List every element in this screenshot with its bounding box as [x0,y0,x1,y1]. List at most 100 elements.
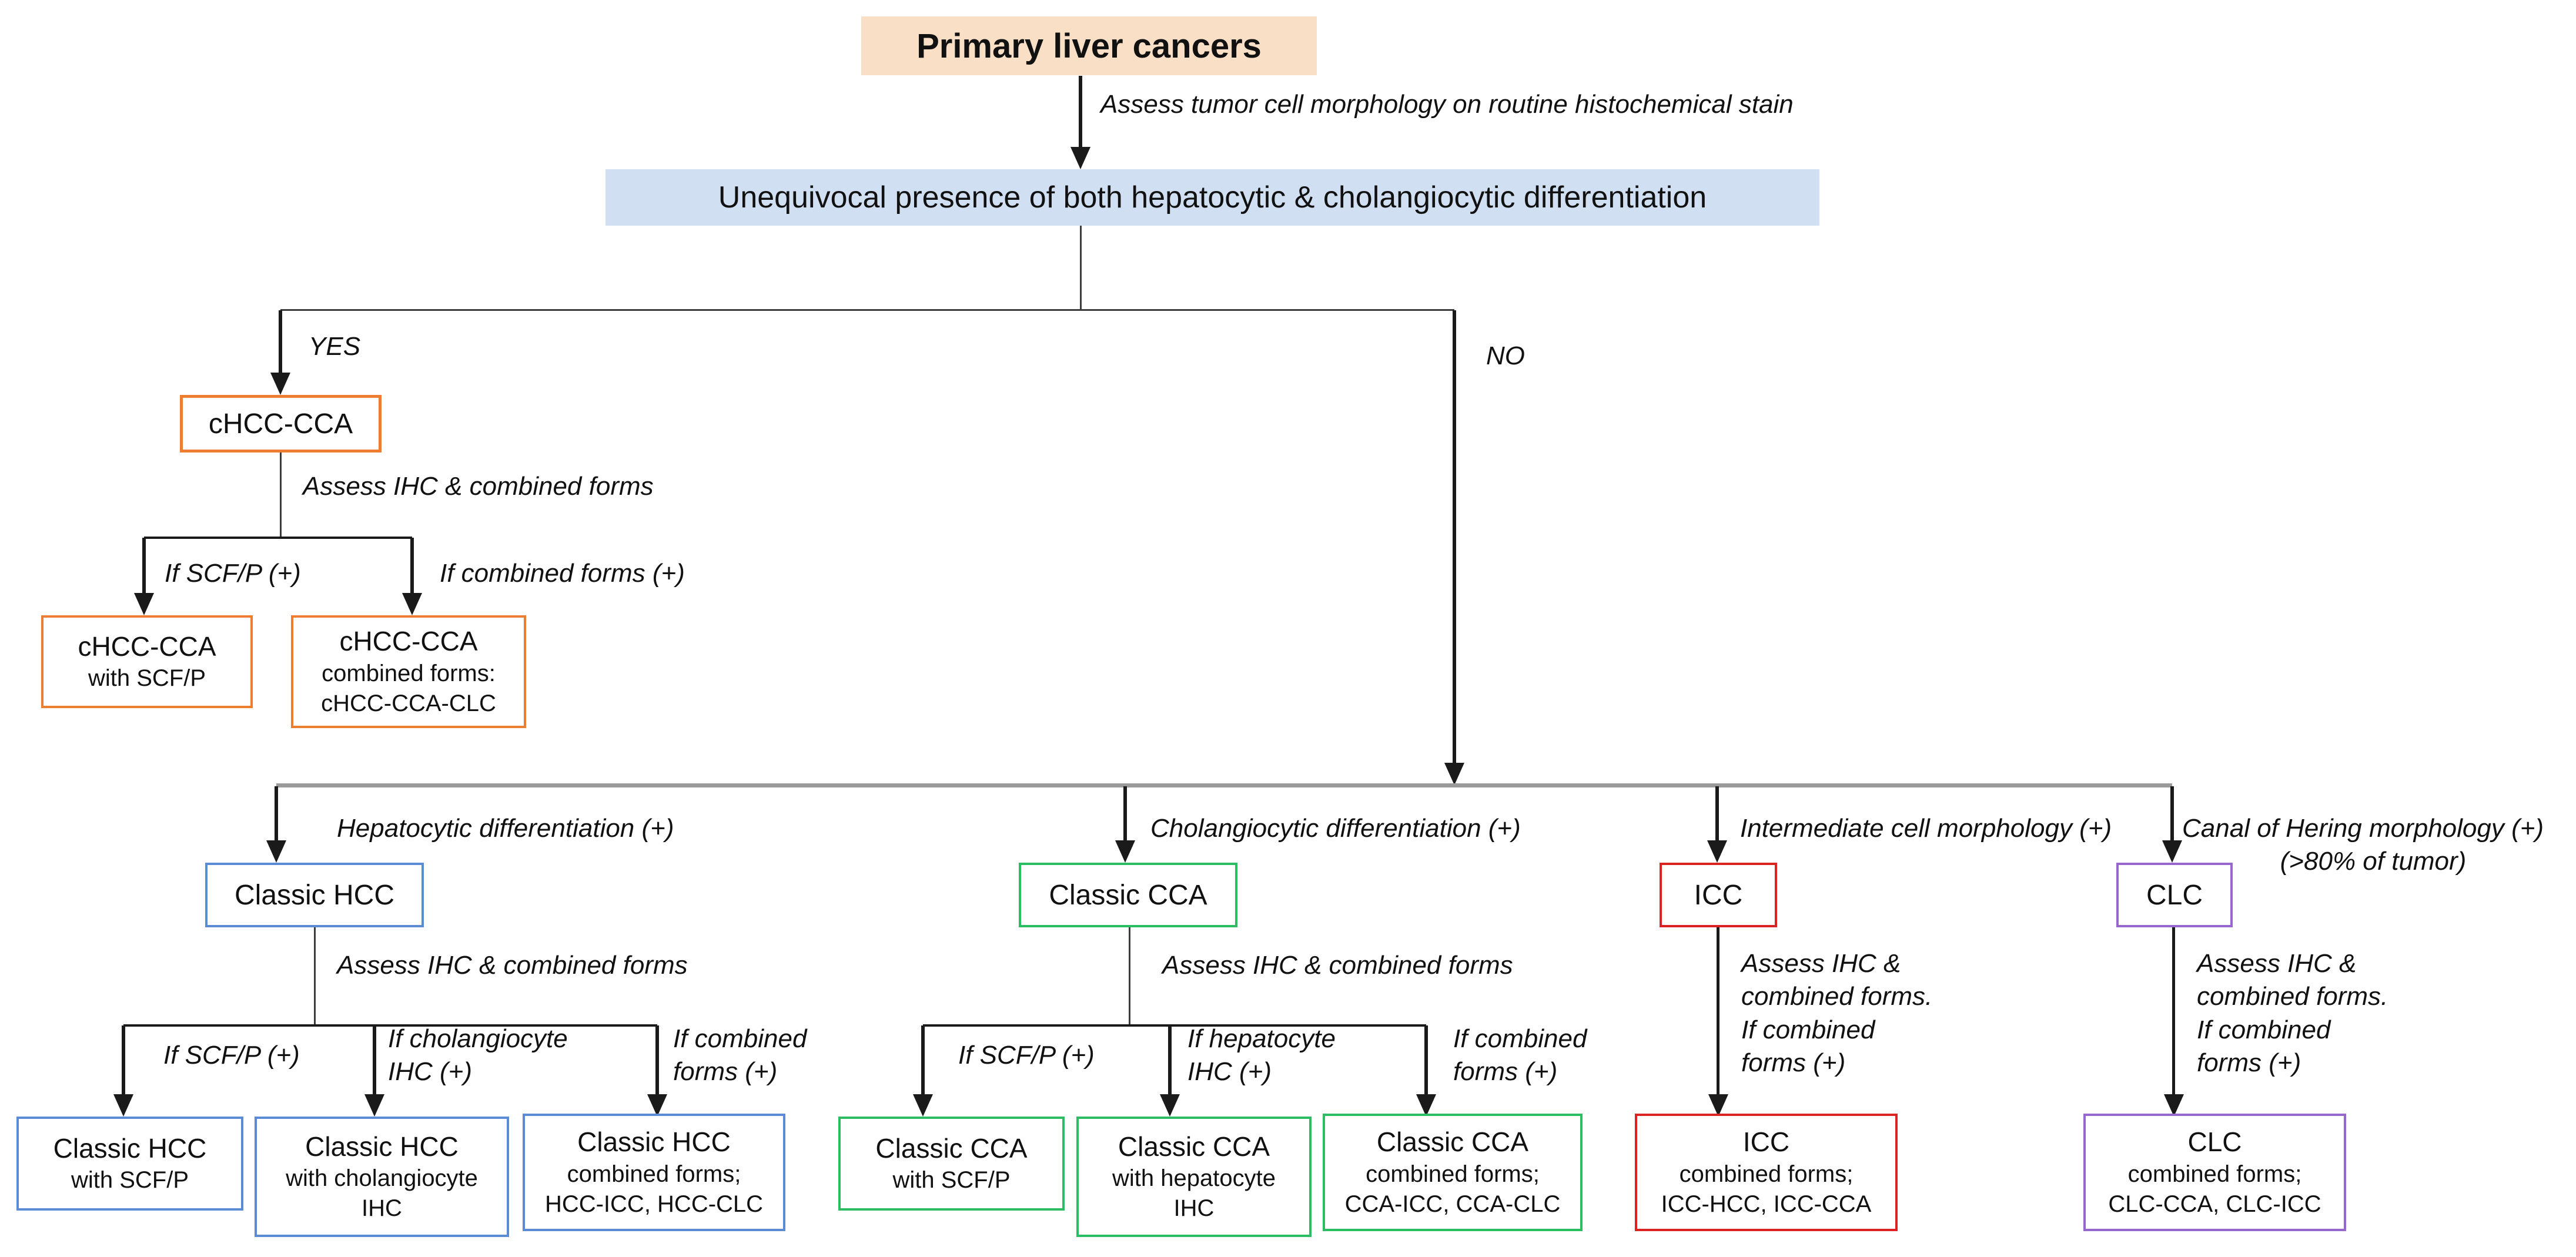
edge-label-canal-line1: Canal of Hering morphology (+) [2182,814,2544,843]
edge-label-assess-morphology: Assess tumor cell morphology on routine … [1100,90,1794,119]
icc-assess-line1: Assess IHC & [1741,949,1901,978]
edge-label-icc-assess-block: Assess IHC & combined forms. If combined… [1741,947,1932,1080]
arrowhead-chcc-combined [402,593,422,615]
clc-assess-line3: If combined [2197,1015,2331,1044]
edge-label-if-cholangiocyte: If cholangiocyte IHC (+) [388,1023,568,1089]
leaf-hcc-scfp-line2: with SCF/P [71,1167,189,1194]
arrowhead-cca-scfp [913,1094,933,1117]
leaf-hcc-with-scfp: Classic HCC with SCF/P [16,1117,243,1211]
edge-cca-combined [1424,1025,1428,1094]
arrowhead-cca-hep [1160,1094,1180,1117]
edge-banner-down [1080,226,1082,310]
leaf-icc-combined-line1: ICC [1742,1127,1790,1158]
leaf-icc-combined-line3: ICC-HCC, ICC-CCA [1661,1191,1872,1217]
edge-chcc-combined [410,538,414,593]
clc-assess-line4: forms (+) [2197,1048,2301,1077]
arrowhead-icc [1707,840,1727,863]
edge-label-assess-ihc-hcc: Assess IHC & combined forms [337,951,688,980]
if-cholangiocyte-line1: If cholangiocyte [388,1024,568,1053]
node-primary-liver-cancers-label: Primary liver cancers [916,26,1262,65]
leaf-hcc-with-cholangiocyte-ihc: Classic HCC with cholangiocyte IHC [255,1117,509,1237]
if-combined-hcc-line2: forms (+) [673,1057,778,1087]
edge-label-hepatocytic: Hepatocytic differentiation (+) [337,814,674,843]
leaf-cca-combined-line2: combined forms; [1366,1161,1540,1187]
if-cholangiocyte-line2: IHC (+) [388,1057,472,1087]
clc-assess-line2: combined forms. [2197,982,2388,1011]
if-combined-hcc-line1: If combined [673,1024,807,1053]
edge-hcc-split [123,1024,657,1027]
leaf-hcc-chol-line1: Classic HCC [305,1131,459,1162]
edge-to-icc [1715,786,1719,840]
leaf-icc-combined-line2: combined forms; [1679,1161,1854,1187]
arrowhead-icc-combined [1708,1094,1728,1117]
arrowhead-hcc-scfp [113,1094,133,1117]
node-icc-label: ICC [1694,879,1743,911]
icc-assess-line2: combined forms. [1741,982,1933,1011]
node-classic-cca: Classic CCA [1019,863,1237,927]
leaf-clc-combined-line3: CLC-CCA, CLC-ICC [2108,1191,2321,1217]
leaf-chcc-combined-forms: cHCC-CCA combined forms: cHCC-CCA-CLC [291,615,526,728]
node-clc: CLC [2116,863,2233,927]
leaf-cca-scfp-line2: with SCF/P [892,1167,1011,1194]
arrowhead-clc-combined [2164,1094,2184,1117]
edge-clc-down [2172,927,2175,1094]
icc-assess-line3: If combined [1741,1015,1875,1044]
node-classic-cca-label: Classic CCA [1049,879,1207,911]
edge-yes [279,310,282,373]
node-clc-label: CLC [2146,879,2203,911]
leaf-cca-with-hepatocyte-ihc: Classic CCA with hepatocyte IHC [1076,1117,1312,1237]
edge-hcc-combined [655,1025,659,1094]
edge-yes-no-split [280,309,1454,311]
leaf-icc-combined-forms: ICC combined forms; ICC-HCC, ICC-CCA [1635,1114,1898,1231]
arrowhead-hcc-chol [364,1094,384,1117]
edge-to-hcc [275,786,278,840]
leaf-cca-combined-line3: CCA-ICC, CCA-CLC [1344,1191,1561,1217]
arrowhead-hcc [266,840,286,863]
edge-chcc-down [280,452,282,538]
leaf-chcc-combined-line2: combined forms: [322,660,496,686]
leaf-chcc-combined-line3: cHCC-CCA-CLC [321,690,496,716]
leaf-cca-hep-line2: with hepatocyte [1112,1165,1276,1192]
icc-assess-line4: forms (+) [1741,1048,1846,1077]
arrowhead-cca-combined [1416,1094,1436,1117]
clc-assess-line1: Assess IHC & [2197,949,2357,978]
node-chcc-cca: cHCC-CCA [180,395,382,452]
leaf-cca-combined-line1: Classic CCA [1376,1127,1529,1158]
leaf-clc-combined-line1: CLC [2187,1127,2242,1158]
edge-four-way-splitter [276,783,2172,787]
edge-cca-scfp [921,1025,925,1094]
leaf-clc-combined-line2: combined forms; [2127,1161,2302,1187]
arrowhead-cca [1115,840,1135,863]
edge-label-intermediate: Intermediate cell morphology (+) [1740,814,2112,843]
leaf-chcc-with-scfp-line1: cHCC-CCA [78,631,216,662]
edge-to-cca [1123,786,1127,840]
if-combined-cca-line2: forms (+) [1453,1057,1558,1087]
leaf-hcc-chol-line2: with cholangiocyte [286,1165,478,1192]
node-classic-hcc: Classic HCC [205,863,424,927]
edge-cca-hep [1168,1025,1172,1094]
node-icc: ICC [1660,863,1777,927]
edge-label-if-scfp-chcc: If SCF/P (+) [165,559,301,588]
edge-label-canal-line2: (>80% of tumor) [2280,847,2467,876]
edge-root-to-banner [1079,76,1082,147]
leaf-hcc-chol-line3: IHC [362,1195,402,1222]
edge-chcc-split [144,537,412,539]
edge-cca-split [923,1024,1426,1027]
node-primary-liver-cancers: Primary liver cancers [861,16,1317,75]
leaf-chcc-with-scfp: cHCC-CCA with SCF/P [41,615,253,708]
edge-label-if-combined-chcc: If combined forms (+) [440,559,685,588]
leaf-hcc-combined-line1: Classic HCC [577,1127,731,1158]
leaf-cca-with-scfp: Classic CCA with SCF/P [838,1117,1065,1211]
leaf-hcc-scfp-line1: Classic HCC [53,1132,207,1164]
leaf-clc-combined-forms: CLC combined forms; CLC-CCA, CLC-ICC [2083,1114,2346,1231]
arrowhead-banner [1070,147,1090,169]
edge-label-if-hepatocyte: If hepatocyte IHC (+) [1187,1023,1336,1089]
edge-cca-down [1129,927,1130,1025]
arrowhead-no [1444,763,1464,785]
leaf-cca-scfp-line1: Classic CCA [875,1132,1028,1164]
edge-hcc-chol [373,1025,376,1094]
leaf-cca-combined-forms: Classic CCA combined forms; CCA-ICC, CCA… [1323,1114,1583,1231]
edge-to-clc [2170,786,2174,840]
edge-chcc-scfp [142,538,146,593]
leaf-cca-hep-line3: IHC [1173,1195,1215,1222]
